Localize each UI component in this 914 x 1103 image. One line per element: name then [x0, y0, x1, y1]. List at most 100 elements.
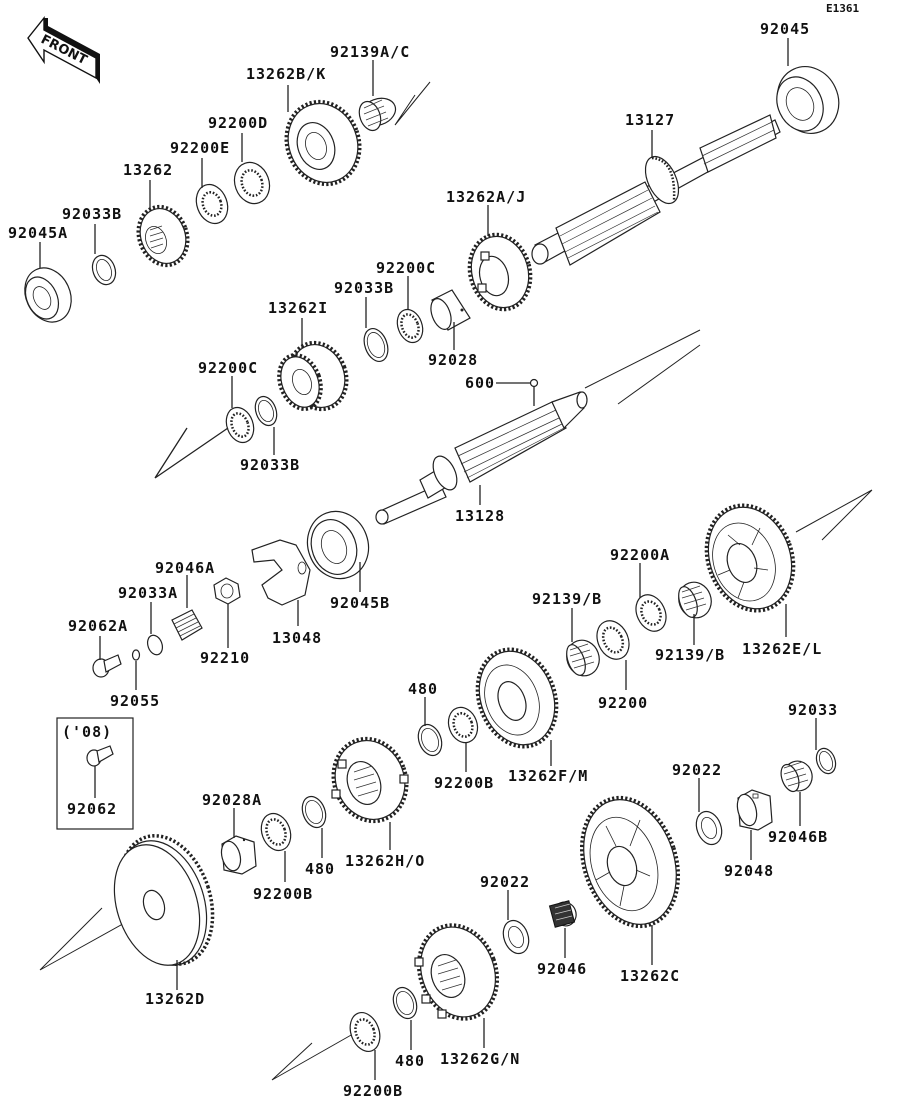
label-13262el[interactable]: 13262E/L — [742, 640, 822, 658]
part-480-3[interactable] — [389, 984, 421, 1022]
label-92028a[interactable]: 92028A — [202, 791, 262, 809]
label-92200b-2[interactable]: 92200B — [253, 885, 313, 903]
label-92033[interactable]: 92033 — [788, 701, 838, 719]
part-92045b[interactable] — [298, 503, 378, 587]
part-92028[interactable] — [427, 289, 471, 332]
label-92033b-3[interactable]: 92033B — [240, 456, 300, 474]
part-13127[interactable] — [531, 114, 781, 266]
label-92200c-2[interactable]: 92200C — [198, 359, 258, 377]
label-92028[interactable]: 92028 — [428, 351, 478, 369]
part-92139ac[interactable] — [355, 94, 399, 134]
part-92200[interactable] — [591, 616, 635, 665]
part-13262bk[interactable] — [275, 91, 371, 195]
label-92033b-2[interactable]: 92033B — [334, 279, 394, 297]
part-92062a[interactable] — [92, 654, 122, 678]
part-92033b-2[interactable] — [360, 325, 392, 364]
part-92200b-1[interactable] — [444, 703, 483, 746]
axis-line-3 — [795, 489, 873, 541]
part-13262gn[interactable] — [406, 914, 510, 1030]
part-92200c-2[interactable] — [222, 404, 259, 447]
label-13262gn[interactable]: 13262G/N — [440, 1050, 520, 1068]
part-92022-1[interactable] — [692, 808, 726, 848]
part-92062[interactable] — [86, 745, 114, 767]
label-13262d[interactable]: 13262D — [145, 990, 205, 1008]
part-13262el[interactable] — [692, 493, 808, 623]
part-13262i[interactable] — [272, 334, 356, 417]
part-92200e[interactable] — [191, 180, 233, 228]
part-92046[interactable] — [548, 899, 579, 929]
label-92200c-1[interactable]: 92200C — [376, 259, 436, 277]
variant-box — [56, 717, 134, 830]
part-92200d[interactable] — [229, 157, 275, 208]
label-13048[interactable]: 13048 — [272, 629, 322, 647]
label-92200d[interactable]: 92200D — [208, 114, 268, 132]
part-92033b-3[interactable] — [251, 393, 280, 428]
label-480-2[interactable]: 480 — [305, 860, 335, 878]
label-92200[interactable]: 92200 — [598, 694, 648, 712]
part-92200b-3[interactable] — [345, 1008, 385, 1055]
label-13262fm[interactable]: 13262F/M — [508, 767, 588, 785]
part-92033a[interactable] — [145, 633, 165, 657]
part-13262c[interactable] — [566, 785, 694, 939]
part-13048[interactable] — [251, 539, 311, 606]
part-92022-2[interactable] — [499, 917, 533, 957]
label-480-1[interactable]: 480 — [408, 680, 438, 698]
label-92045[interactable]: 92045 — [760, 20, 810, 38]
label-13262i[interactable]: 13262I — [268, 299, 328, 317]
label-92139ac[interactable]: 92139A/C — [330, 43, 410, 61]
part-13262d[interactable] — [100, 824, 228, 977]
part-92046a[interactable] — [171, 609, 203, 641]
label-92200b-1[interactable]: 92200B — [434, 774, 494, 792]
label-92200b-3[interactable]: 92200B — [343, 1082, 403, 1100]
part-13262fm[interactable] — [464, 638, 570, 758]
label-600[interactable]: 600 — [465, 374, 495, 392]
part-92210[interactable] — [213, 577, 241, 605]
label-92139b-2[interactable]: 92139/B — [655, 646, 725, 664]
part-92139b-2[interactable] — [674, 578, 716, 623]
part-92033b-1[interactable] — [89, 252, 120, 288]
part-92045a[interactable] — [16, 260, 80, 329]
part-92048[interactable] — [734, 789, 773, 831]
label-92022-1[interactable]: 92022 — [672, 761, 722, 779]
part-480-2[interactable] — [298, 793, 330, 831]
part-92046b[interactable] — [778, 757, 817, 795]
part-92139b-1[interactable] — [562, 636, 604, 681]
label-92022-2[interactable]: 92022 — [480, 873, 530, 891]
part-13128[interactable] — [375, 391, 588, 525]
label-92139b-1[interactable]: 92139/B — [532, 590, 602, 608]
label-92062a[interactable]: 92062A — [68, 617, 128, 635]
label-92046b[interactable]: 92046B — [768, 828, 828, 846]
part-92200a[interactable] — [630, 590, 671, 636]
part-92033[interactable] — [813, 746, 839, 777]
part-92045[interactable] — [766, 57, 849, 144]
label-92062[interactable]: 92062 — [67, 800, 117, 818]
label-92046[interactable]: 92046 — [537, 960, 587, 978]
label-92210[interactable]: 92210 — [200, 649, 250, 667]
label-13262ho[interactable]: 13262H/O — [345, 852, 425, 870]
part-13262ho[interactable] — [322, 728, 418, 832]
oil-mark-icon — [529, 378, 539, 388]
label-92046a[interactable]: 92046A — [155, 559, 215, 577]
part-92028a[interactable] — [218, 835, 257, 875]
label-480-3[interactable]: 480 — [395, 1052, 425, 1070]
part-13262aj[interactable] — [461, 228, 539, 317]
label-92048[interactable]: 92048 — [724, 862, 774, 880]
part-92200b-2[interactable] — [256, 809, 295, 854]
part-480-1[interactable] — [414, 721, 446, 759]
label-13128[interactable]: 13128 — [455, 507, 505, 525]
label-92200a[interactable]: 92200A — [610, 546, 670, 564]
label-13127[interactable]: 13127 — [625, 111, 675, 129]
label-13262[interactable]: 13262 — [123, 161, 173, 179]
label-92055[interactable]: 92055 — [110, 692, 160, 710]
part-13262[interactable] — [130, 200, 196, 273]
label-92033b-1[interactable]: 92033B — [62, 205, 122, 223]
label-92045b[interactable]: 92045B — [330, 594, 390, 612]
part-92055[interactable] — [131, 649, 141, 661]
part-92200c-1[interactable] — [393, 306, 427, 346]
label-13262aj[interactable]: 13262A/J — [446, 188, 526, 206]
label-13262bk[interactable]: 13262B/K — [246, 65, 326, 83]
label-92200e[interactable]: 92200E — [170, 139, 230, 157]
label-92033a[interactable]: 92033A — [118, 584, 178, 602]
label-92045a[interactable]: 92045A — [8, 224, 68, 242]
label-13262c[interactable]: 13262C — [620, 967, 680, 985]
